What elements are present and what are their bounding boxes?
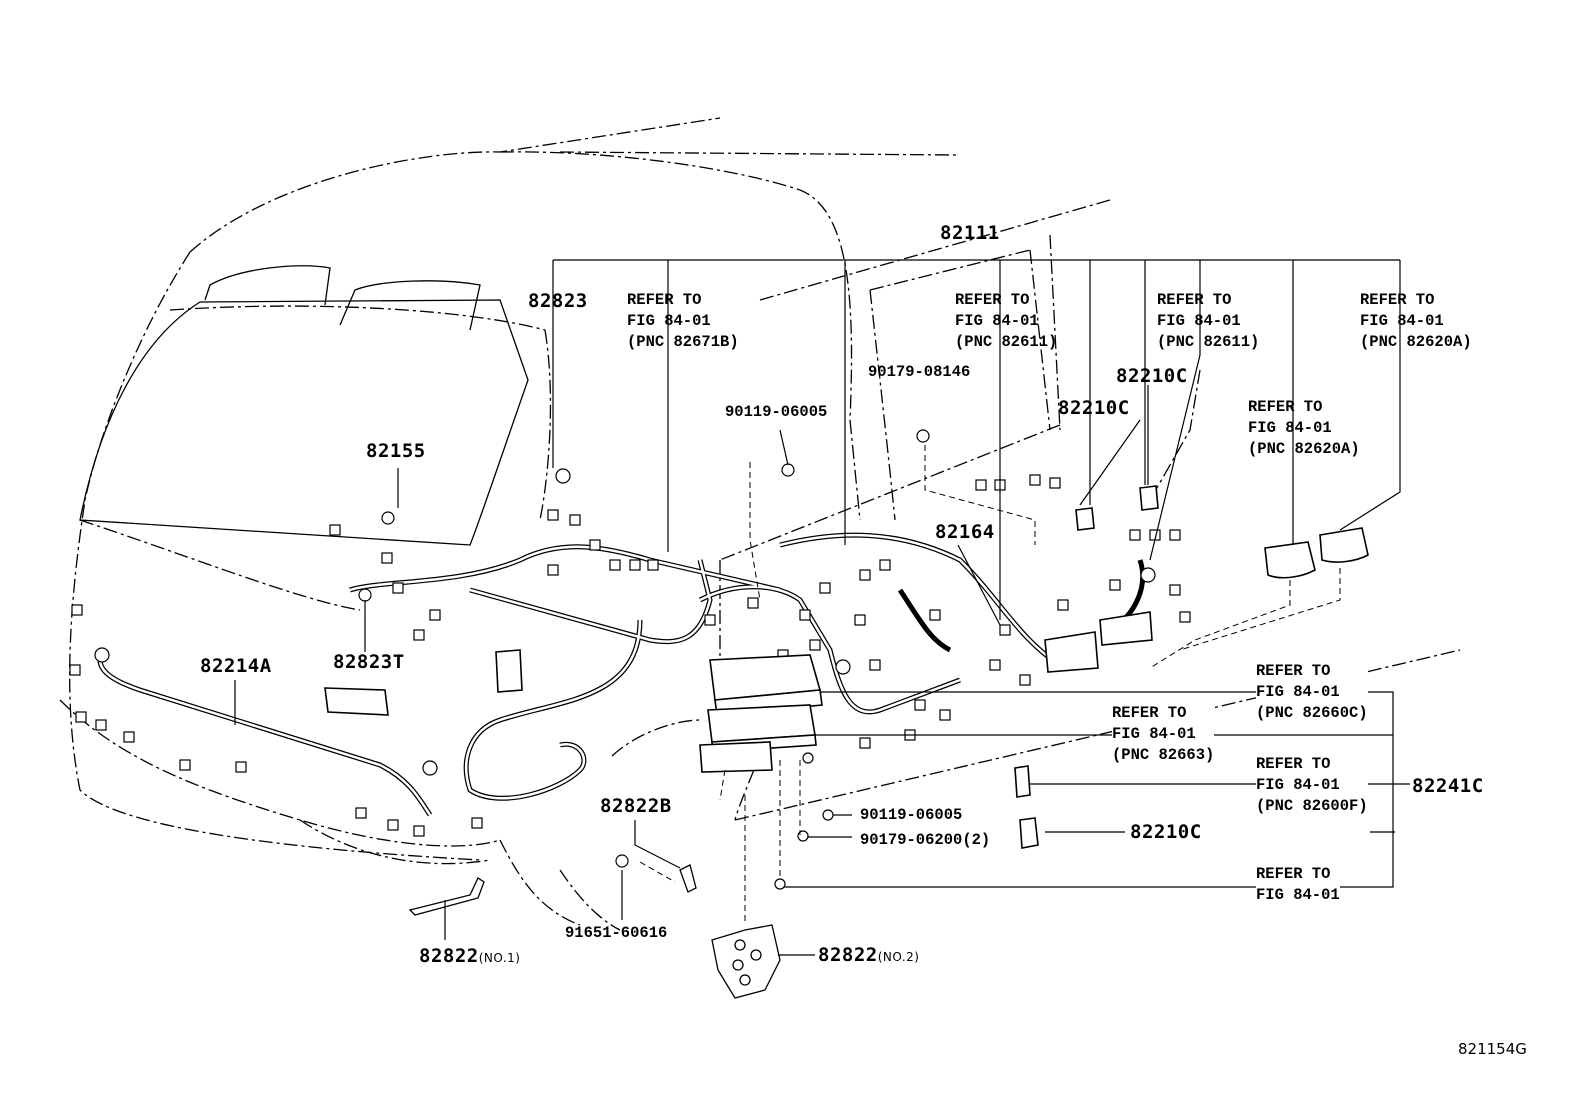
bracket-no1 bbox=[408, 877, 485, 916]
harness-inner bbox=[98, 533, 1061, 816]
part-82164[interactable]: 82164 bbox=[935, 521, 995, 543]
part-82823T[interactable]: 82823T bbox=[333, 651, 405, 673]
guide-lines bbox=[639, 445, 1341, 925]
vehicle-body-outline bbox=[59, 117, 1461, 931]
connectors bbox=[69, 474, 1191, 837]
rear-window bbox=[79, 299, 529, 546]
part-90119-06005-upper[interactable]: 90119-06005 bbox=[725, 403, 828, 421]
part-82241C[interactable]: 82241C bbox=[1412, 775, 1484, 797]
part-82214A[interactable]: 82214A bbox=[200, 655, 272, 677]
part-91651-60616[interactable]: 91651-60616 bbox=[565, 924, 668, 942]
part-82823[interactable]: 82823 bbox=[528, 290, 588, 312]
part-82822-no1[interactable]: 82822(NO.1) bbox=[419, 945, 521, 967]
part-82822-no2[interactable]: 82822(NO.2) bbox=[818, 944, 920, 966]
part-82210C-lower[interactable]: 82210C bbox=[1130, 821, 1202, 843]
figure-id: 821154G bbox=[1458, 1040, 1527, 1058]
part-90179-08146[interactable]: 90179-08146 bbox=[868, 363, 971, 381]
junction-blocks bbox=[324, 485, 1369, 849]
leader-lines bbox=[234, 259, 1410, 956]
part-82155[interactable]: 82155 bbox=[366, 440, 426, 462]
bracket-no2 bbox=[711, 924, 781, 999]
part-82111[interactable]: 82111 bbox=[940, 222, 1000, 244]
part-90179-06200[interactable]: 90179-06200(2) bbox=[860, 831, 991, 849]
fasteners bbox=[94, 429, 1156, 890]
part-82210C-mid[interactable]: 82210C bbox=[1058, 397, 1130, 419]
part-82210C-upper[interactable]: 82210C bbox=[1116, 365, 1188, 387]
part-82822B[interactable]: 82822B bbox=[600, 795, 672, 817]
part-90119-06005-lower[interactable]: 90119-06005 bbox=[860, 806, 963, 824]
